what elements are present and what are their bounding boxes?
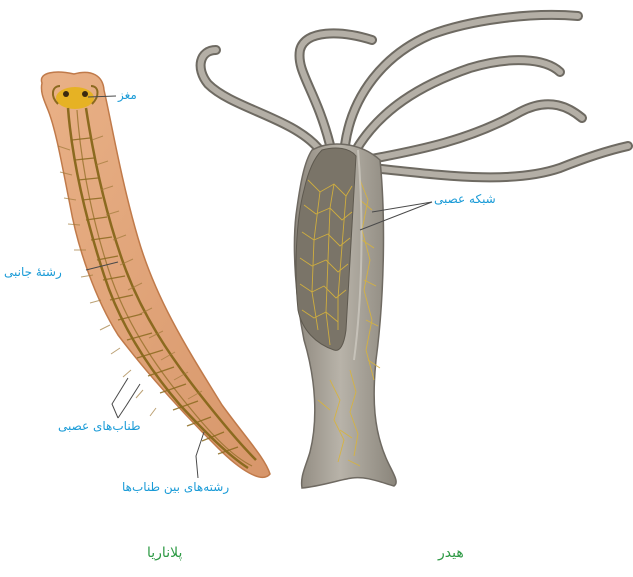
label-nerve-net: شبکه عصبی xyxy=(434,193,496,205)
label-connecting-fibers: رشته‌های بین طناب‌ها xyxy=(122,481,229,493)
planaria-illustration xyxy=(41,72,270,477)
caption-hydra: هیدر xyxy=(438,546,464,560)
hydra-tentacles xyxy=(201,15,628,177)
leader-nerve-cords xyxy=(112,378,140,418)
planaria-body xyxy=(41,72,270,477)
label-brain: مغز xyxy=(118,89,137,101)
leader-connecting-fibers xyxy=(196,432,204,478)
label-lateral-cord: رشتهٔ جانبی xyxy=(4,266,62,278)
caption-planaria: پلاناریا xyxy=(147,546,182,560)
hydra-illustration xyxy=(201,15,628,488)
label-nerve-cords: طناب‌های عصبی xyxy=(58,420,141,432)
